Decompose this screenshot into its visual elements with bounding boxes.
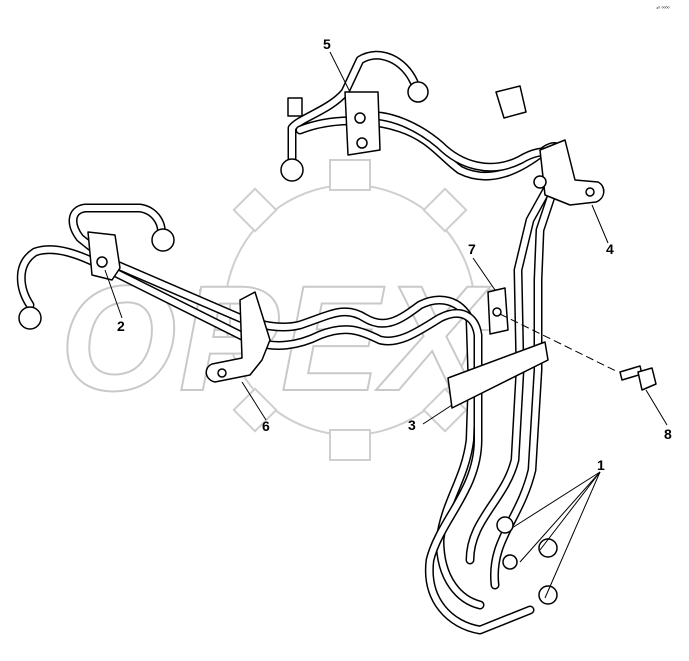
pipe-left-upper xyxy=(68,203,485,610)
pipe-left-lower xyxy=(16,245,535,635)
pipe-top-mid xyxy=(295,116,565,565)
clamp-3 xyxy=(447,341,549,409)
bracket-4 xyxy=(539,139,605,206)
clamp-7-hole xyxy=(492,307,502,317)
callout-leaders xyxy=(104,51,668,599)
assembly-line xyxy=(499,313,619,373)
callout-4: 4 xyxy=(606,241,614,257)
clamp-5 xyxy=(344,91,381,156)
bracket-4-bolt xyxy=(533,175,547,189)
bracket-6-hole xyxy=(217,368,227,378)
clamp-5-nut-top xyxy=(354,112,366,124)
bracket-4-hole xyxy=(585,187,595,197)
callout-2: 2 xyxy=(117,318,125,334)
bolt-8 xyxy=(619,365,657,391)
callout-3: 3 xyxy=(408,417,416,433)
callout-7: 7 xyxy=(468,241,476,257)
clamp-5-nut-bottom xyxy=(356,137,368,149)
corner-mark: ⁴⁰ ⁰⁰⁰⁰ xyxy=(656,6,670,12)
callout-8: 8 xyxy=(664,426,672,442)
callout-5: 5 xyxy=(323,36,331,52)
bracket-6 xyxy=(205,291,271,383)
fitting-nuts xyxy=(18,81,558,605)
clamp-2-nut xyxy=(96,256,108,268)
callout-6: 6 xyxy=(262,418,270,434)
clamp-2 xyxy=(87,231,121,281)
callout-1: 1 xyxy=(597,457,605,473)
pipe-top-inner xyxy=(355,110,563,590)
